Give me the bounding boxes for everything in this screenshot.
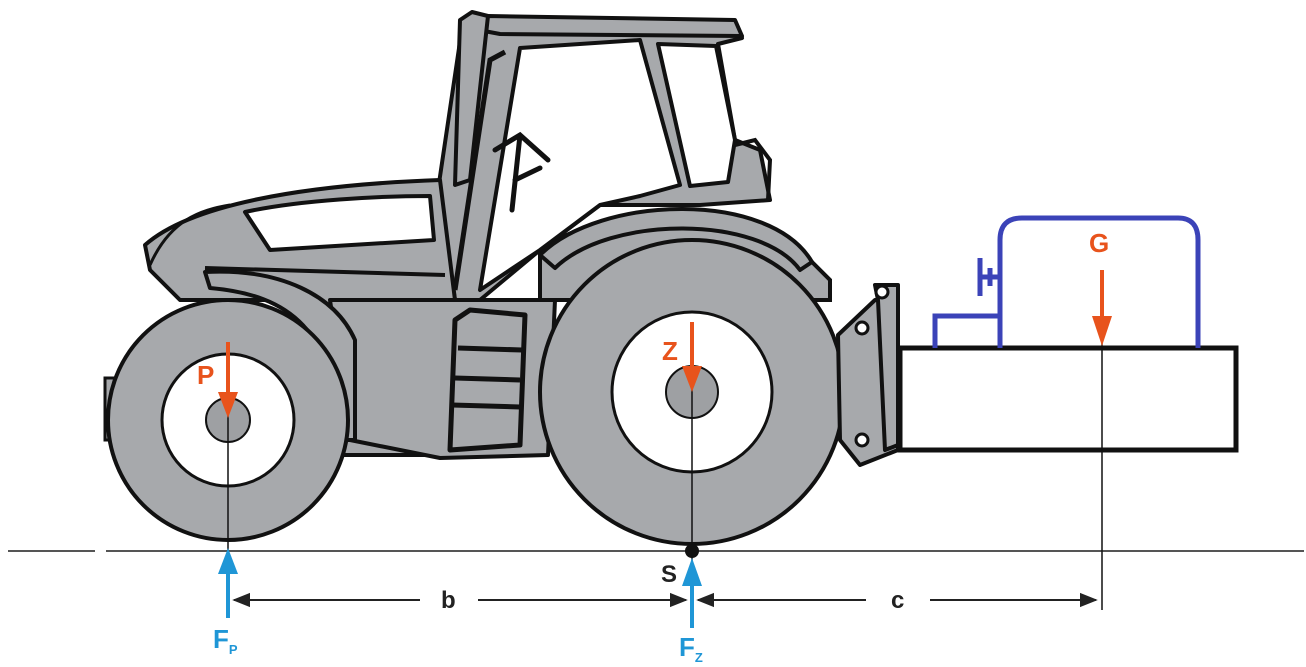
- tractor-ladder: [447, 307, 528, 453]
- force-p-arrow: [218, 342, 238, 418]
- implement-handle: [977, 258, 1000, 296]
- tractor-cab-roof: [466, 14, 744, 38]
- implement-frame: [997, 215, 1201, 348]
- pivot-label: S: [661, 561, 677, 588]
- force-p-label: P: [197, 360, 214, 390]
- tractor-hood-line: [148, 203, 231, 266]
- force-g-arrow: [1092, 270, 1112, 346]
- tractor-rear-fender: [538, 207, 814, 272]
- tractor-exhaust: [453, 10, 490, 187]
- force-z-arrow: [682, 322, 702, 392]
- force-fp-label: FP: [213, 624, 238, 657]
- tractor-hood-stripe: [204, 266, 446, 277]
- force-fp-arrow: [218, 548, 238, 618]
- tractor-icon: [103, 10, 900, 546]
- force-z-label: Z: [662, 336, 678, 366]
- dim-b-label: b: [441, 587, 456, 614]
- force-g-label: G: [1089, 228, 1109, 258]
- implement-icon: [897, 215, 1239, 453]
- implement-box: [897, 345, 1239, 453]
- front-wheel: [103, 298, 350, 542]
- force-fz-arrow: [682, 558, 702, 628]
- tractor-window-rear: [656, 42, 737, 188]
- three-point-hitch: [836, 283, 900, 467]
- dim-c-label: c: [891, 587, 904, 614]
- steering-wheel-icon: [492, 131, 551, 213]
- tractor-hood-panel: [243, 194, 436, 252]
- force-fz-label: FZ: [679, 632, 703, 665]
- tractor-window-front: [478, 38, 682, 292]
- pivot-point: [685, 544, 699, 558]
- implement-bracket: [932, 313, 1000, 348]
- tractor-mirror: [734, 137, 773, 201]
- tractor-cab-pillar: [452, 49, 507, 291]
